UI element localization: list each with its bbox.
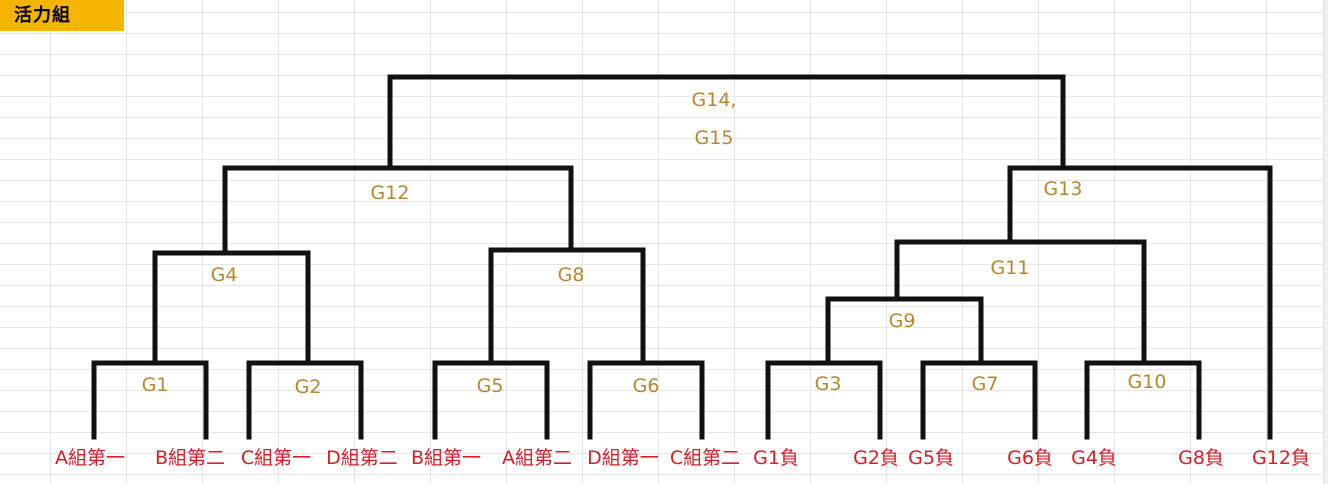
team-label: D組第一 — [587, 447, 659, 469]
bracket-g9 — [825, 296, 984, 366]
match-label-g11: G11 — [990, 257, 1030, 279]
match-label-g7: G7 — [971, 373, 999, 395]
match-label-g9: G9 — [888, 310, 916, 332]
team-label: G4負 — [1071, 447, 1117, 469]
match-label-g1: G1 — [141, 374, 169, 396]
team-label: C組第一 — [240, 447, 312, 469]
team-label: B組第二 — [154, 447, 226, 469]
team-label: G2負 — [853, 447, 899, 469]
match-label-g2: G2 — [294, 376, 322, 398]
team-label: D組第二 — [326, 447, 398, 469]
scrollbar-track[interactable] — [1323, 0, 1328, 484]
team-label: G1負 — [753, 447, 799, 469]
bracket-g8 — [488, 247, 646, 366]
match-label-g13: G13 — [1043, 178, 1083, 200]
match-label-g12: G12 — [370, 182, 410, 204]
group-title: 活力組 — [0, 0, 124, 31]
match-label-g3: G3 — [814, 373, 842, 395]
team-label: A組第一 — [55, 447, 125, 469]
team-label: G12負 — [1252, 447, 1310, 469]
team-label: G6負 — [1007, 447, 1053, 469]
bracket-g11 — [894, 239, 1147, 366]
team-label: A組第二 — [502, 447, 572, 469]
match-label-final: G14, G15 — [692, 81, 737, 157]
bracket-g6 — [587, 360, 705, 440]
match-label-g10: G10 — [1127, 371, 1167, 393]
team-label: B組第一 — [410, 447, 482, 469]
match-label-g8: G8 — [557, 264, 585, 286]
final-label-line2: G15 — [694, 127, 734, 149]
match-label-g5: G5 — [476, 375, 504, 397]
bracket-g4 — [152, 250, 311, 366]
bracket-g13 — [1007, 165, 1273, 440]
team-label: G5負 — [908, 447, 954, 469]
bracket-g2 — [246, 360, 364, 440]
final-label-line1: G14, — [691, 89, 737, 111]
bracket-g12 — [222, 165, 574, 256]
bracket-g3 — [765, 360, 883, 440]
match-label-g4: G4 — [210, 264, 238, 286]
match-label-g6: G6 — [632, 375, 660, 397]
team-label: G8負 — [1178, 447, 1224, 469]
bracket-g1 — [91, 360, 209, 440]
bracket-final — [387, 74, 1066, 171]
team-label: C組第二 — [669, 447, 741, 469]
